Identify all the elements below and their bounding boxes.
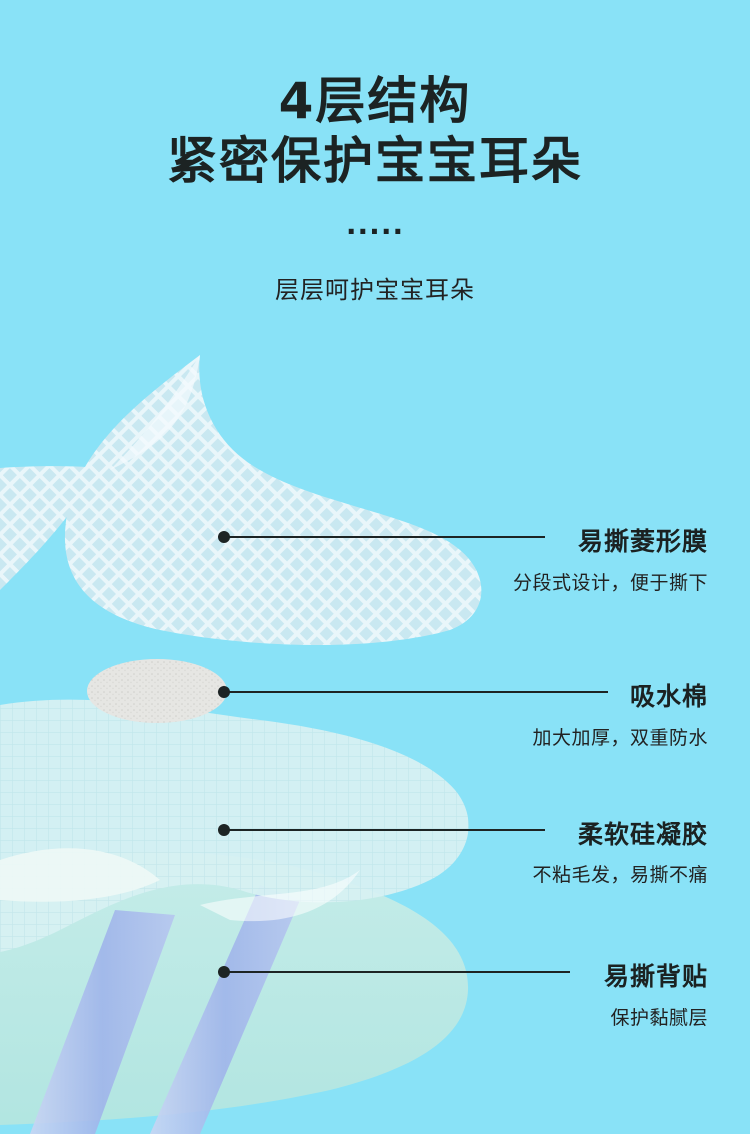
callout-3	[218, 824, 545, 836]
callout-2	[218, 686, 608, 698]
silicone-gel-shape	[0, 699, 469, 952]
layer-2-label: 吸水棉	[629, 682, 708, 711]
layer-3-label: 柔软硅凝胶	[577, 820, 708, 849]
headline-line-1: 4层结构	[278, 72, 472, 130]
layer-1-label: 易撕菱形膜	[577, 527, 708, 556]
callout-1	[218, 531, 545, 543]
backing-sheet-shape	[0, 851, 469, 1134]
layer-4-label: 易撕背贴	[603, 962, 708, 991]
layer-4-desc: 保护黏腻层	[610, 1007, 708, 1029]
callout-4	[218, 966, 570, 978]
layer-1-desc: 分段式设计，便于撕下	[512, 572, 708, 594]
diamond-film-shape	[0, 355, 482, 645]
layer-2-desc: 加大加厚，双重防水	[532, 727, 708, 749]
dot-separator: .....	[345, 208, 405, 241]
absorbent-cotton-shape	[87, 659, 227, 723]
layer-3-desc: 不粘毛发，易撕不痛	[532, 864, 708, 886]
headline-line-2: 紧密保护宝宝耳朵	[167, 132, 583, 190]
subtitle: 层层呵护宝宝耳朵	[275, 276, 475, 304]
